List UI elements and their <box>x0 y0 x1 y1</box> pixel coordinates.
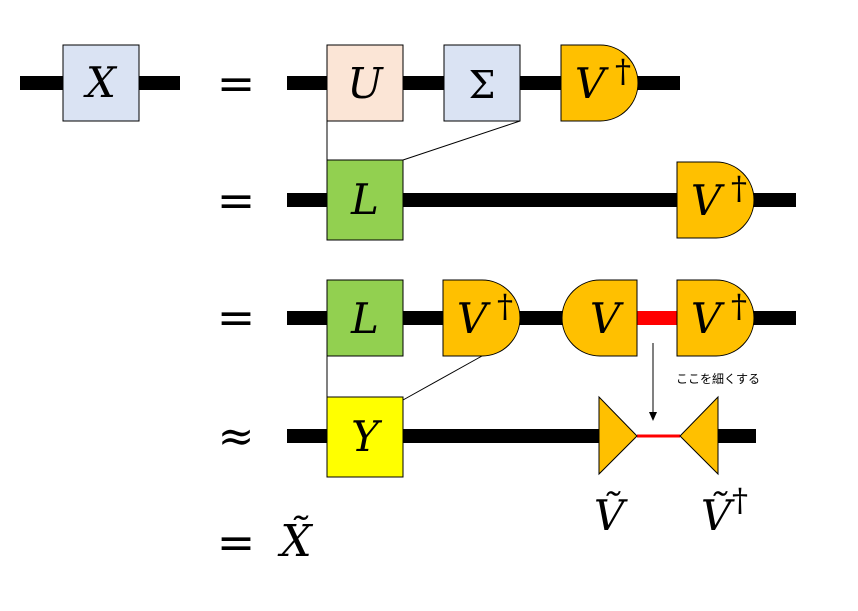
tensor-v-dagger-row3a-label: V <box>457 294 491 343</box>
row2-network: L V † <box>287 159 796 241</box>
tensor-sigma <box>443 44 521 122</box>
row1-network: U Σ V † <box>287 44 680 122</box>
tensor-y <box>326 396 404 478</box>
v-tilde-label: Ṽ <box>594 490 628 540</box>
v-tilde-dagger-label: Ṽ <box>701 490 735 540</box>
tensor-u-label: U <box>347 59 384 108</box>
tensor-v-tilde-dagger <box>679 395 719 476</box>
tensor-u <box>326 44 404 122</box>
dagger-symbol-row2: † <box>731 169 747 207</box>
equals-sign-row1: = <box>217 56 256 110</box>
equals-sign-row3: = <box>217 290 256 344</box>
tensor-v-row3-label: V <box>590 294 624 343</box>
tensor-v-dagger-row1-label: V <box>575 59 609 108</box>
group-line-sigma-right <box>402 120 521 161</box>
tensor-v-dagger-row1 <box>560 44 639 122</box>
lhs-x-tensor-group: X <box>20 44 180 122</box>
annotation-arrow-head <box>649 412 657 421</box>
x-tilde-label: X̃ <box>277 514 313 567</box>
tensor-v-row3 <box>561 279 638 357</box>
dagger-symbol-row1: † <box>615 52 631 90</box>
equals-sign-row5: = <box>217 515 256 569</box>
row4-network: Y <box>287 395 756 478</box>
v-tilde-dagger-symbol: † <box>732 481 748 519</box>
tensor-x-label: X <box>83 58 118 107</box>
equals-sign-row2: = <box>217 173 256 227</box>
tensor-x <box>62 44 140 122</box>
dagger-symbol-row3a: † <box>497 287 513 325</box>
row3-network: L V † V V † <box>287 279 796 357</box>
tensor-sigma-label: Σ <box>469 63 496 107</box>
tensor-v-dagger-row2-label: V <box>691 176 725 225</box>
tensor-v-dagger-row2 <box>676 161 755 239</box>
tensor-l-row2-label: L <box>350 175 379 224</box>
dagger-symbol-row3b: † <box>731 287 747 325</box>
annotation-note: ここを細くする <box>676 372 760 386</box>
tensor-v-dagger-row3b <box>676 279 755 357</box>
group-line-vdag-right <box>402 355 483 401</box>
tensor-v-tilde <box>598 395 638 476</box>
approx-sign-row4: ≈ <box>218 411 255 462</box>
tensor-v-dagger-row3b-label: V <box>691 294 725 343</box>
tensor-l-row3-label: L <box>350 294 379 343</box>
tensor-l-row3 <box>326 279 404 357</box>
tensor-l-row2 <box>326 159 404 241</box>
tensor-y-label: Y <box>351 412 383 461</box>
tensor-v-dagger-row3a <box>442 279 521 357</box>
